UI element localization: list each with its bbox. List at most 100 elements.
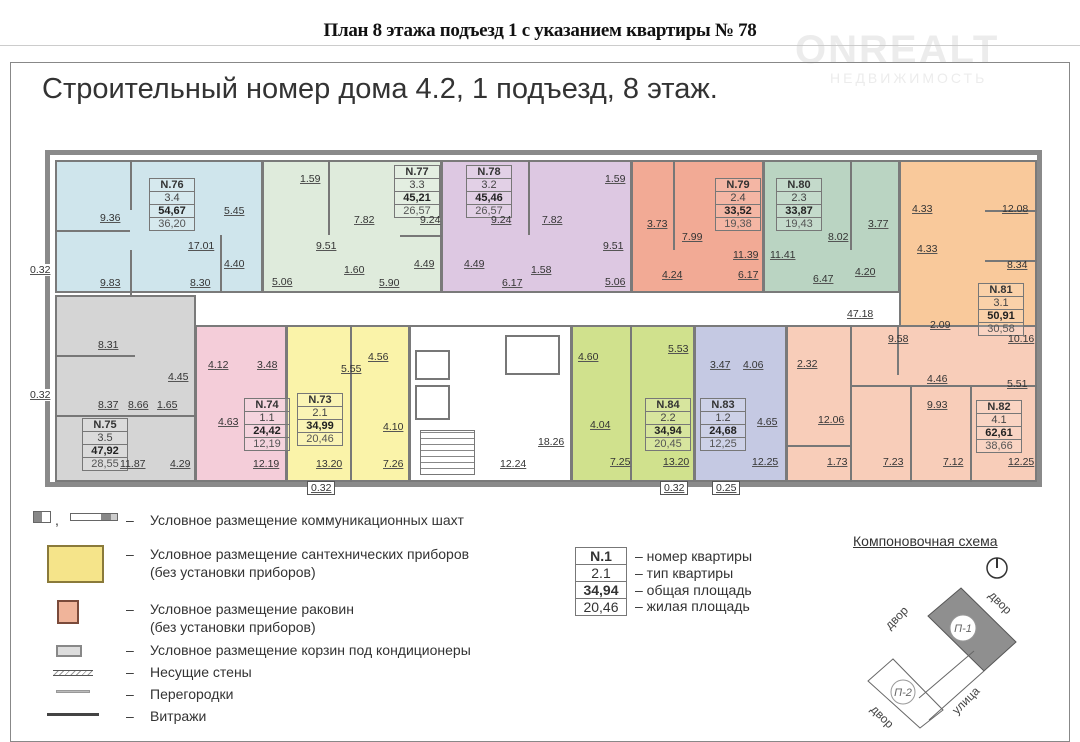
room-area: 12.08	[1002, 203, 1029, 215]
room-area: 8.31	[98, 339, 119, 351]
room-area: 7.12	[943, 456, 964, 468]
room-area: 5.06	[605, 276, 626, 288]
scheme-title: Компоновочная схема	[853, 533, 998, 549]
apartment-82-upper	[786, 325, 899, 375]
room-area: 12.06	[818, 414, 845, 426]
legend-sinks: Условное размещение раковин	[150, 601, 354, 617]
room-area: 11.39	[733, 249, 759, 261]
room-area: 1.59	[605, 173, 626, 185]
divider	[0, 45, 1080, 46]
partition-icon	[56, 690, 90, 693]
room-area: 4.56	[368, 351, 389, 363]
room-area: 7.99	[682, 231, 703, 243]
ac-basket-icon	[56, 645, 82, 657]
key-total: 34,94	[576, 581, 626, 598]
room-area: 1.65	[157, 399, 178, 411]
room-area-corridor: 47.18	[847, 308, 874, 320]
balcony-area: 0.32	[660, 481, 689, 495]
room-area: 1.59	[300, 173, 321, 185]
plumbing-icon	[47, 545, 104, 583]
apartment-80[interactable]	[763, 160, 900, 293]
legend-plumbing: Условное размещение сантехнических прибо…	[150, 546, 470, 562]
partition	[55, 415, 196, 417]
room-area: 1.73	[827, 456, 848, 468]
legend-dash: –	[126, 642, 134, 658]
room-area: 4.45	[168, 371, 189, 383]
legend-dash: –	[126, 664, 134, 680]
partition	[528, 160, 530, 235]
key-total-desc: – общая площадь	[635, 582, 752, 598]
room-area: 7.82	[542, 214, 563, 226]
apartment-83[interactable]	[694, 325, 787, 482]
legend-plumbing-note: (без установки приборов)	[150, 564, 316, 580]
apartment-76[interactable]	[55, 160, 263, 293]
elevator-shaft	[415, 350, 450, 380]
partition	[55, 230, 130, 232]
room-area: 12.25	[752, 456, 779, 468]
legend-partitions: Перегородки	[150, 686, 234, 702]
room-area: 8.34	[1007, 259, 1028, 271]
section-1-label: П-1	[954, 623, 972, 635]
room-area: 7.25	[610, 456, 631, 468]
room-area: 13.20	[663, 456, 690, 468]
room-area: 4.10	[383, 421, 404, 433]
room-area: 4.20	[855, 266, 876, 278]
partition	[985, 210, 1037, 212]
legend-dash: –	[126, 708, 134, 724]
room-area: 4.40	[224, 258, 245, 270]
room-area: 4.33	[917, 243, 938, 255]
room-area: 8.30	[190, 277, 211, 289]
apartment-75[interactable]	[55, 295, 196, 482]
room-area: 12.24	[500, 458, 527, 470]
partition	[220, 235, 222, 293]
room-area: 6.47	[813, 273, 834, 285]
bearing-wall-icon	[53, 670, 93, 676]
room-area: 9.83	[100, 277, 121, 289]
legend-stained-glass: Витражи	[150, 708, 207, 724]
section-2-label: П-2	[894, 687, 912, 699]
legend-comma: ,	[55, 512, 59, 528]
room-area: 4.65	[757, 416, 778, 428]
balcony-area: 0.32	[30, 389, 51, 401]
apartment-84[interactable]	[571, 325, 695, 482]
key-type: 2.1	[576, 564, 626, 581]
room-area: 3.47	[710, 359, 731, 371]
apartment-74[interactable]	[195, 325, 287, 482]
room-area: 4.63	[218, 416, 239, 428]
room-area: 8.02	[828, 231, 849, 243]
legend-dash: –	[126, 601, 134, 617]
key-living-desc: – жилая площадь	[635, 598, 750, 614]
layout-scheme: П-1 П-2 двор двор двор улица	[867, 557, 1017, 731]
room-area: 7.23	[883, 456, 904, 468]
room-area: 9.93	[927, 399, 948, 411]
partition	[130, 160, 132, 210]
section-1-marker	[949, 614, 977, 642]
room-area: 4.29	[170, 458, 191, 470]
room-area: 9.24	[420, 214, 441, 226]
connector-outline	[918, 650, 975, 699]
room-area: 1.58	[531, 264, 552, 276]
room-area: 4.49	[464, 258, 485, 270]
shaft-strip-icon	[70, 513, 118, 521]
room-area: 6.17	[738, 269, 759, 281]
room-area: 11.87	[120, 458, 146, 470]
elevator-shaft	[415, 385, 450, 420]
balcony-area: 0.32	[30, 264, 51, 276]
floor-plan	[45, 150, 1042, 487]
partition	[350, 325, 352, 482]
room-area-hall: 18.26	[538, 436, 565, 448]
room-area: 4.12	[208, 359, 229, 371]
room-area: 5.45	[224, 205, 245, 217]
watermark-brand: ONREALT	[795, 28, 1000, 72]
partition	[910, 385, 912, 482]
